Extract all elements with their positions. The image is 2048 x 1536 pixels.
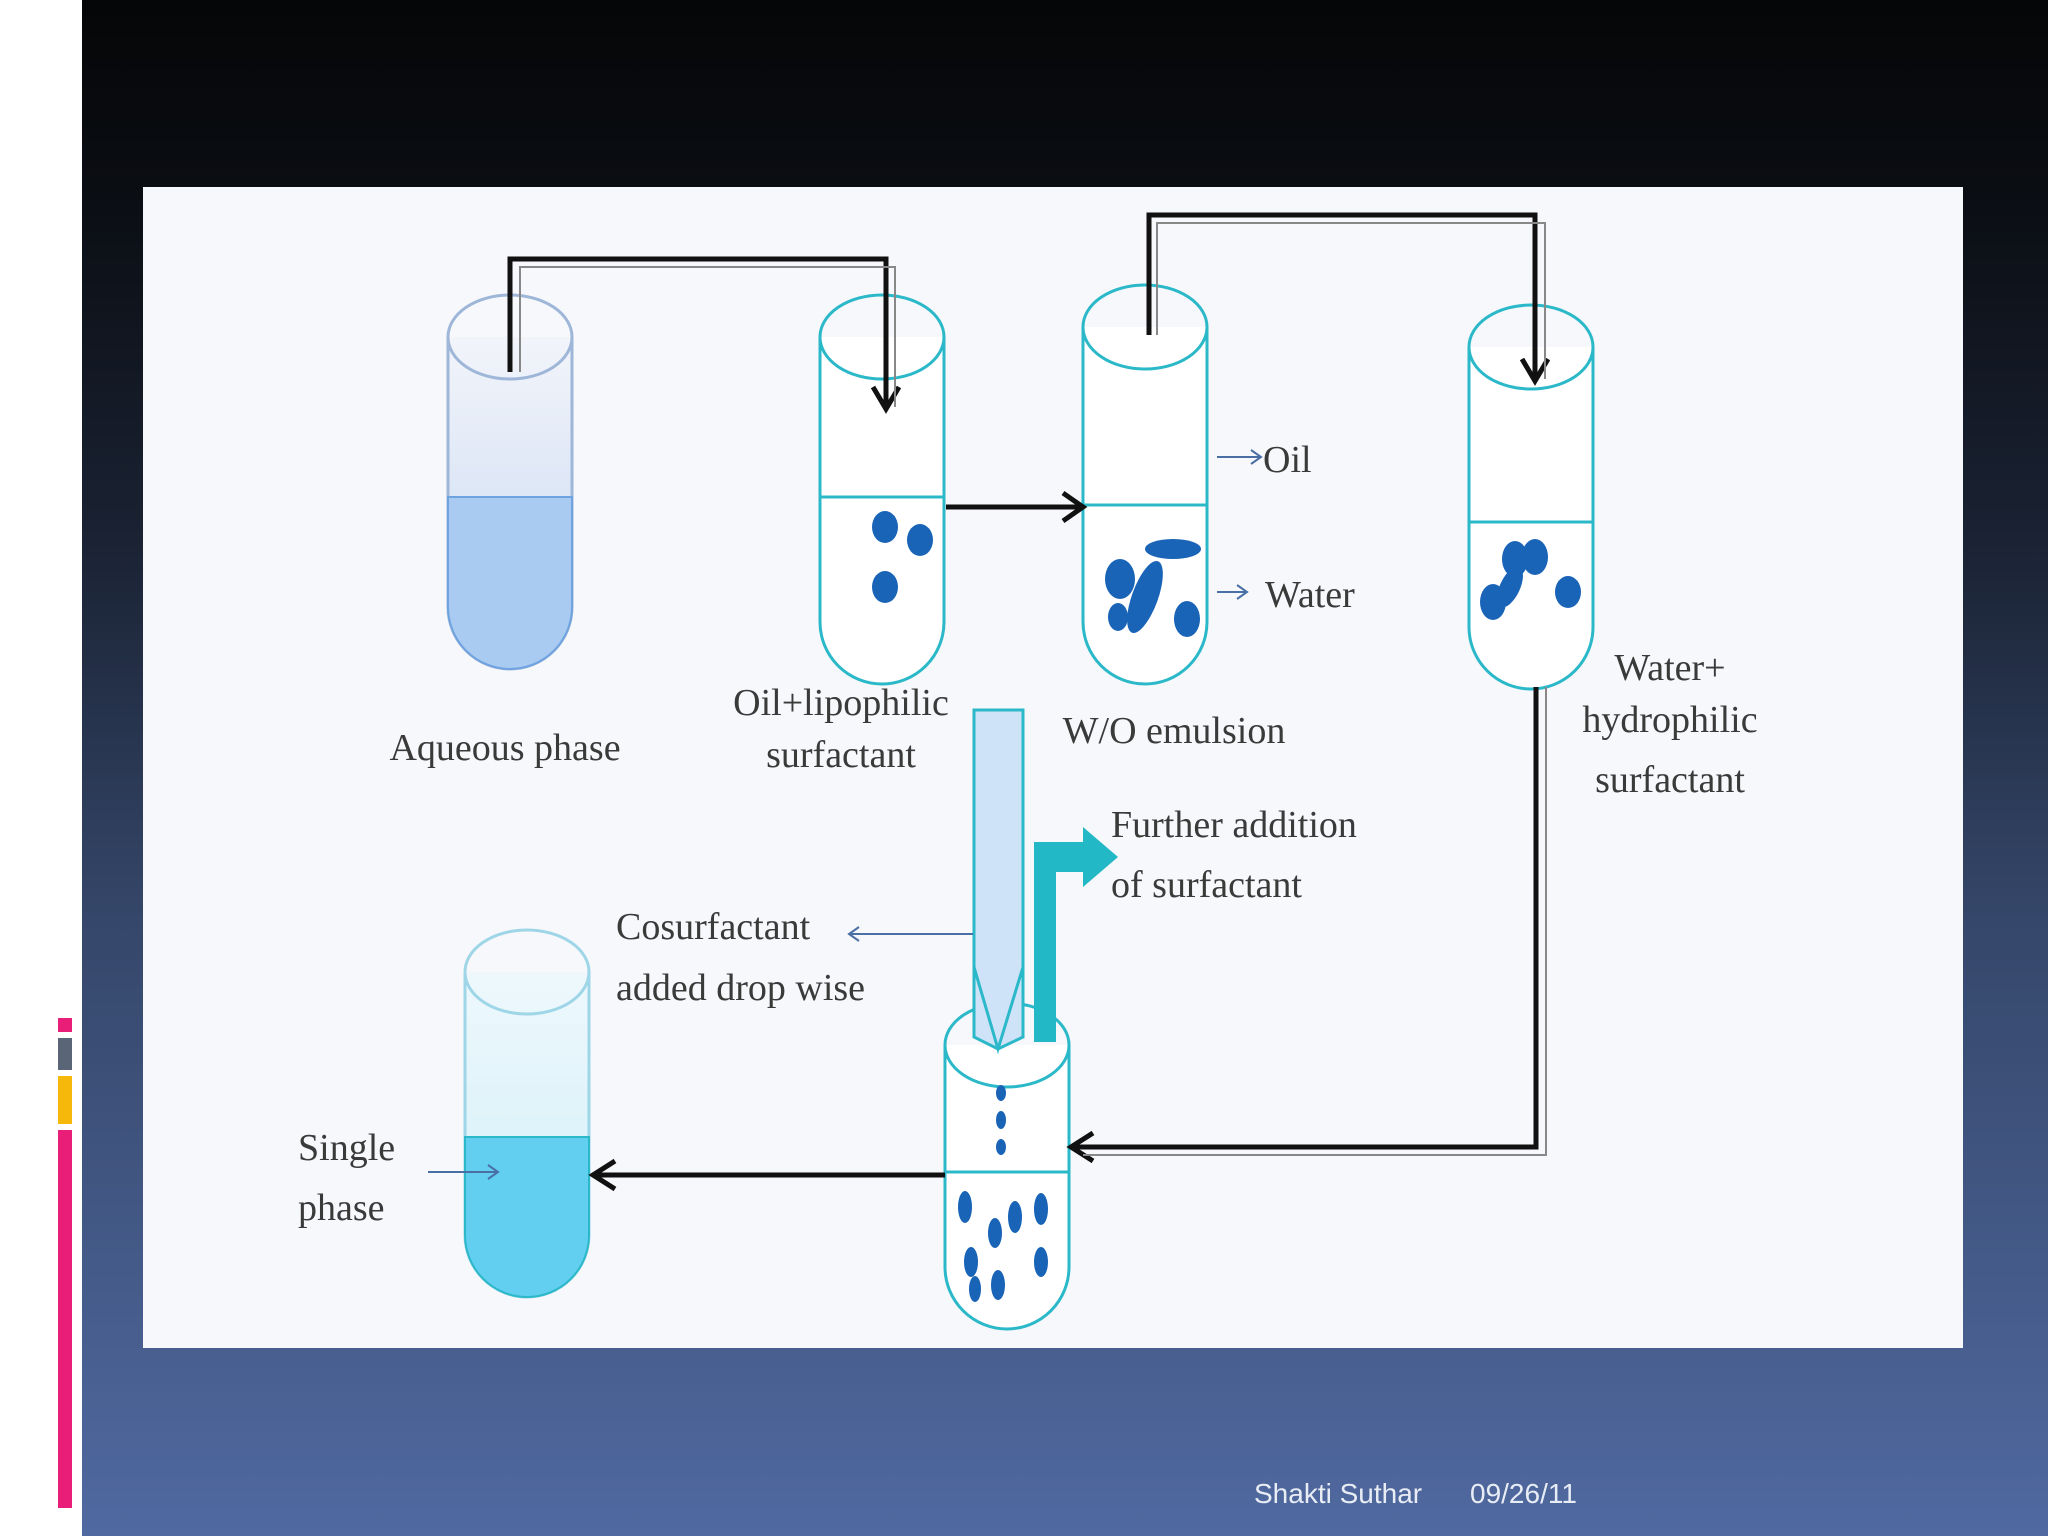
label-oil-lipophilic-line2: surfactant bbox=[766, 734, 916, 776]
arrow-water-to-mixing-shadow bbox=[1083, 687, 1547, 1156]
arrow-oil-to-emulsion bbox=[946, 490, 1088, 524]
tube-wo-emulsion bbox=[1081, 283, 1209, 686]
tube-single-phase bbox=[463, 928, 591, 1299]
footer-author: Shakti Suthar bbox=[1254, 1478, 1423, 1509]
label-further-addition-line2: of surfactant bbox=[1111, 864, 1302, 906]
arrow-aqueous-to-oil-shadow bbox=[519, 266, 896, 407]
arrow-water-to-mixing bbox=[1066, 687, 1539, 1164]
tube-aqueous-phase bbox=[446, 293, 574, 671]
tube-water-hydrophilic bbox=[1467, 303, 1595, 691]
accent-bar-pink-small bbox=[58, 1018, 72, 1032]
label-aqueous-phase: Aqueous phase bbox=[389, 727, 620, 769]
label-water: Water bbox=[1265, 574, 1355, 616]
arrow-mixing-to-single bbox=[588, 1158, 945, 1192]
pointer-oil bbox=[1217, 449, 1263, 465]
label-cosurfactant-line1: Cosurfactant bbox=[616, 906, 811, 948]
further-addition-arrow bbox=[1034, 827, 1118, 1042]
label-cosurfactant-line2: added drop wise bbox=[616, 967, 865, 1009]
arrow-emulsion-to-water-shadow bbox=[1156, 222, 1546, 379]
tube-mixing bbox=[943, 1001, 1071, 1331]
arrow-emulsion-to-water bbox=[1146, 212, 1551, 386]
pointer-cosurfactant bbox=[847, 926, 973, 942]
accent-bar-gray bbox=[58, 1038, 72, 1070]
pointer-single-phase bbox=[428, 1164, 500, 1180]
footer-date: 09/26/11 bbox=[1470, 1478, 1577, 1509]
pointer-water bbox=[1217, 584, 1249, 600]
label-water-hydrophilic-line1: Water+ bbox=[1614, 647, 1725, 689]
label-water-hydrophilic-line2: hydrophilic bbox=[1582, 699, 1757, 741]
decorative-lines bbox=[48, 152, 80, 234]
label-oil: Oil bbox=[1263, 439, 1312, 481]
tube-oil-lipophilic bbox=[818, 293, 946, 686]
label-wo-emulsion: W/O emulsion bbox=[1063, 710, 1286, 752]
label-single-phase-line2: phase bbox=[298, 1187, 385, 1229]
label-water-hydrophilic-line3: surfactant bbox=[1595, 759, 1745, 801]
cosurfactant-dropper bbox=[972, 708, 1025, 1055]
label-oil-lipophilic-line1: Oil+lipophilic bbox=[733, 682, 949, 724]
accent-bar-pink-long bbox=[58, 1130, 72, 1508]
label-further-addition-line1: Further addition bbox=[1111, 804, 1357, 846]
microemulsion-figure: Aqueous phase Oil+lipophilic surfactant … bbox=[143, 187, 1963, 1348]
microemulsion-diagram: Aqueous phase Oil+lipophilic surfactant … bbox=[298, 212, 1758, 1331]
accent-bar-yellow bbox=[58, 1076, 72, 1124]
label-single-phase-line1: Single bbox=[298, 1127, 395, 1169]
